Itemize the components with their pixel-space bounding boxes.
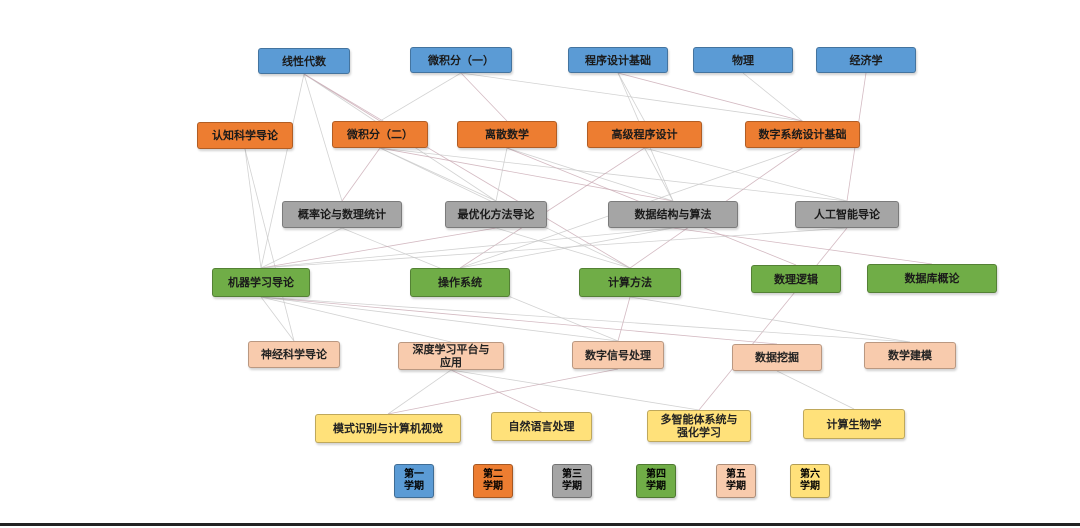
edge-calculus2-to-probability (341, 147, 381, 202)
edge-ml-intro-to-neuroscience (260, 296, 295, 342)
course-node-database: 数据库概论 (867, 264, 997, 293)
edge-probability-to-ml-intro (260, 227, 343, 269)
edge-advanced-programming-to-data-structures (644, 147, 674, 202)
edge-calculus2-to-ai-intro (379, 147, 848, 202)
course-node-physics: 物理 (693, 47, 793, 73)
edge-optimization-to-ml-intro (260, 227, 497, 269)
course-node-linear-algebra: 线性代数 (258, 48, 350, 74)
course-node-probability: 概率论与数理统计 (282, 201, 402, 228)
edge-optimization-to-computational-methods (495, 227, 631, 269)
edge-linear-algebra-to-computational-methods (303, 73, 631, 269)
edge-ai-intro-to-multi-agent (698, 227, 848, 411)
edge-ml-intro-to-dsp (260, 296, 619, 342)
course-node-programming-basics: 程序设计基础 (568, 47, 668, 73)
course-node-math-logic: 数理逻辑 (751, 265, 841, 293)
course-node-ml-intro: 机器学习导论 (212, 268, 310, 297)
edge-data-structures-to-database (672, 227, 933, 265)
edge-cognitive-science-to-neuroscience (244, 148, 295, 342)
course-node-discrete-math: 离散数学 (457, 121, 557, 148)
edge-discrete-math-to-data-structures (506, 147, 674, 202)
course-node-cognitive-science: 认知科学导论 (197, 122, 293, 149)
edge-cognitive-science-to-ml-intro (244, 148, 262, 269)
edge-dl-platform-to-nlp (450, 369, 542, 413)
course-node-economics: 经济学 (816, 47, 916, 73)
course-node-neuroscience: 神经科学导论 (248, 341, 340, 368)
course-node-optimization: 最优化方法导论 (445, 201, 547, 228)
edge-calculus1-to-discrete-math (460, 72, 508, 122)
edge-calculus1-to-digital-systems (460, 72, 803, 122)
course-node-advanced-programming: 高级程序设计 (587, 121, 702, 148)
edge-data-structures-to-ml-intro (260, 227, 674, 269)
edge-calculus2-to-data-structures (379, 147, 674, 202)
legend-semester-1: 第一 学期 (394, 464, 434, 498)
edge-data-structures-to-os (459, 227, 674, 269)
edge-ml-intro-to-data-mining (260, 296, 778, 345)
edge-calculus2-to-optimization (379, 147, 497, 202)
edge-physics-to-digital-systems (742, 72, 803, 122)
course-node-pattern-recognition: 模式识别与计算机视觉 (315, 414, 461, 443)
edge-programming-basics-to-digital-systems (617, 72, 803, 122)
course-node-multi-agent: 多智能体系统与 强化学习 (647, 410, 751, 442)
course-node-calculus2: 微积分（二） (332, 121, 428, 148)
edge-advanced-programming-to-os (459, 147, 645, 269)
legend-semester-2: 第二 学期 (473, 464, 513, 498)
edge-programming-basics-to-advanced-programming (617, 72, 645, 122)
edge-data-mining-to-comp-bio (776, 370, 855, 410)
edge-calculus1-to-calculus2 (379, 72, 462, 122)
course-node-os: 操作系统 (410, 268, 510, 297)
edge-computational-methods-to-math-modeling (629, 296, 911, 343)
course-node-data-mining: 数据挖掘 (732, 344, 822, 371)
course-node-ai-intro: 人工智能导论 (795, 201, 899, 228)
legend-semester-5: 第五 学期 (716, 464, 756, 498)
legend-semester-3: 第三 学期 (552, 464, 592, 498)
course-node-nlp: 自然语言处理 (491, 412, 592, 441)
edge-ml-intro-to-dl-platform (260, 296, 452, 343)
legend-semester-6: 第六 学期 (790, 464, 830, 498)
edge-advanced-programming-to-ai-intro (644, 147, 848, 202)
edge-dl-platform-to-pattern-recognition (387, 369, 452, 415)
course-node-comp-bio: 计算生物学 (803, 409, 905, 439)
course-node-dl-platform: 深度学习平台与 应用 (398, 342, 504, 370)
edge-ai-intro-to-ml-intro (260, 227, 848, 269)
course-node-calculus1: 微积分（一） (410, 47, 512, 73)
edge-linear-algebra-to-ml-intro (260, 73, 305, 269)
edge-computational-methods-to-dsp (617, 296, 631, 342)
course-node-math-modeling: 数学建模 (864, 342, 956, 369)
bottom-divider (0, 523, 1080, 526)
course-node-data-structures: 数据结构与算法 (608, 201, 738, 228)
legend-semester-4: 第四 学期 (636, 464, 676, 498)
course-node-digital-systems: 数字系统设计基础 (745, 121, 860, 148)
edge-dsp-to-pattern-recognition (387, 368, 619, 415)
edge-linear-algebra-to-probability (303, 73, 343, 202)
edge-ml-intro-to-math-modeling (260, 296, 911, 343)
edge-dl-platform-to-multi-agent (450, 369, 700, 411)
edge-discrete-math-to-optimization (495, 147, 508, 202)
course-node-computational-methods: 计算方法 (579, 268, 681, 297)
course-node-dsp: 数字信号处理 (572, 341, 664, 369)
